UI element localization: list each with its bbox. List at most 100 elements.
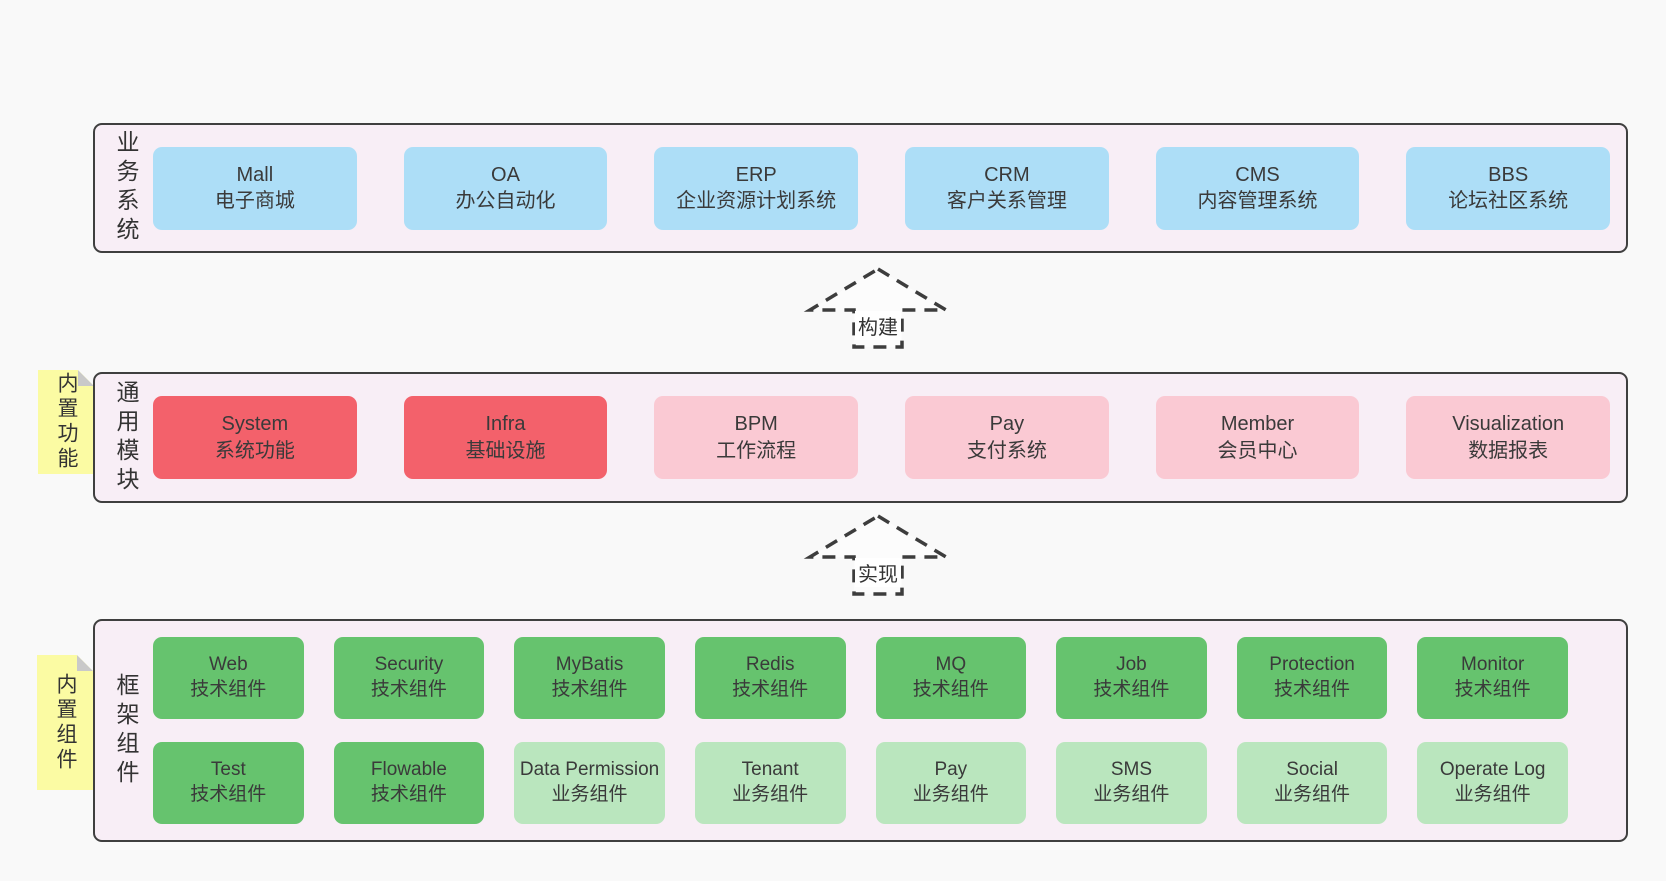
box-name: Infra bbox=[485, 413, 526, 436]
box-name: Mall bbox=[236, 163, 274, 186]
box-monitor: Monitor 技术组件 bbox=[1417, 637, 1568, 719]
box-name: MQ bbox=[935, 654, 967, 676]
box-desc: 技术组件 bbox=[1093, 679, 1170, 700]
box-desc: 企业资源计划系统 bbox=[676, 190, 837, 212]
box-desc: 数据报表 bbox=[1468, 439, 1549, 462]
box-desc: 客户关系管理 bbox=[946, 190, 1067, 212]
box-desc: 业务组件 bbox=[551, 784, 628, 805]
box-desc: 内容管理系统 bbox=[1197, 190, 1318, 212]
box-desc: 业务组件 bbox=[732, 784, 809, 805]
box-desc: 基础设施 bbox=[465, 439, 546, 462]
sticky-fold-corner bbox=[77, 655, 93, 671]
box-name: BBS bbox=[1488, 163, 1529, 186]
box-desc: 业务组件 bbox=[1454, 784, 1531, 805]
box-member: Member 会员中心 bbox=[1155, 396, 1360, 479]
box-social: Social 业务组件 bbox=[1236, 742, 1388, 824]
box-name: System bbox=[221, 413, 289, 436]
box-desc: 工作流程 bbox=[716, 439, 797, 462]
box-name: Member bbox=[1220, 413, 1295, 436]
box-data-permission: Data Permission 业务组件 bbox=[514, 742, 665, 824]
band-business-systems: 业务系统 Mall 电子商城 OA 办公自动化 ERP 企业资源计划系统 CRM… bbox=[93, 123, 1628, 253]
dashed-up-arrow-icon bbox=[803, 513, 953, 596]
box-visualization: Visualization 数据报表 bbox=[1406, 396, 1611, 479]
box-pay-component: Pay 业务组件 bbox=[875, 742, 1027, 824]
box-sms: SMS 业务组件 bbox=[1056, 742, 1207, 824]
box-desc: 支付系统 bbox=[966, 439, 1047, 462]
box-operate-log: Operate Log 业务组件 bbox=[1417, 742, 1568, 824]
box-name: CMS bbox=[1235, 163, 1280, 186]
box-name: Monitor bbox=[1461, 654, 1525, 676]
sticky-note-builtin-components: 内置组件 bbox=[37, 655, 93, 790]
box-name: BPM bbox=[734, 413, 778, 436]
box-desc: 技术组件 bbox=[370, 679, 447, 700]
box-desc: 业务组件 bbox=[1093, 784, 1170, 805]
box-name: Redis bbox=[745, 654, 795, 676]
box-name: SMS bbox=[1110, 759, 1153, 781]
common-modules-row: System 系统功能 Infra 基础设施 BPM 工作流程 Pay 支付系统… bbox=[153, 396, 1611, 479]
box-protection: Protection 技术组件 bbox=[1236, 637, 1388, 719]
box-name: Visualization bbox=[1452, 413, 1565, 436]
box-desc: 技术组件 bbox=[1274, 679, 1351, 700]
box-bpm: BPM 工作流程 bbox=[654, 396, 859, 479]
box-desc: 电子商城 bbox=[214, 190, 295, 212]
box-desc: 办公自动化 bbox=[455, 190, 556, 212]
band-label-framework-components: 框架组件 bbox=[113, 672, 139, 789]
box-name: Tenant bbox=[741, 759, 799, 781]
band-common-modules: 通用模块 System 系统功能 Infra 基础设施 BPM 工作流程 Pay… bbox=[93, 372, 1628, 503]
box-name: Flowable bbox=[370, 759, 447, 781]
box-name: Pay bbox=[934, 759, 968, 781]
box-desc: 技术组件 bbox=[370, 784, 447, 805]
box-cms: CMS 内容管理系统 bbox=[1155, 146, 1360, 230]
box-infra: Infra 基础设施 bbox=[403, 396, 608, 479]
band-label-business-systems: 业务系统 bbox=[113, 130, 139, 246]
box-flowable: Flowable 技术组件 bbox=[333, 742, 485, 824]
box-desc: 论坛社区系统 bbox=[1448, 190, 1569, 212]
box-test: Test 技术组件 bbox=[153, 742, 304, 824]
band-label-common-modules: 通用模块 bbox=[113, 379, 139, 496]
box-desc: 技术组件 bbox=[732, 679, 809, 700]
arrow-implement-label: 实现 bbox=[855, 558, 901, 587]
sticky-note-label: 内置功能 bbox=[55, 372, 78, 472]
dashed-up-arrow-icon bbox=[803, 266, 953, 349]
box-name: Data Permission bbox=[519, 759, 660, 781]
box-name: Operate Log bbox=[1439, 759, 1546, 781]
box-system: System 系统功能 bbox=[153, 396, 357, 479]
arrow-build-up: 构建 bbox=[803, 264, 953, 350]
box-name: Pay bbox=[989, 413, 1025, 436]
box-crm: CRM 客户关系管理 bbox=[905, 146, 1109, 230]
box-job: Job 技术组件 bbox=[1056, 637, 1207, 719]
sticky-note-builtin-features: 内置功能 bbox=[38, 370, 94, 474]
box-desc: 业务组件 bbox=[912, 784, 989, 805]
box-desc: 会员中心 bbox=[1217, 439, 1298, 462]
arrow-build-label: 构建 bbox=[855, 311, 901, 340]
box-security: Security 技术组件 bbox=[333, 637, 485, 719]
box-oa: OA 办公自动化 bbox=[403, 146, 608, 230]
box-desc: 技术组件 bbox=[551, 679, 628, 700]
box-desc: 技术组件 bbox=[1454, 679, 1531, 700]
box-desc: 技术组件 bbox=[190, 784, 267, 805]
box-web: Web 技术组件 bbox=[153, 637, 304, 719]
box-name: MyBatis bbox=[555, 654, 624, 676]
box-name: Job bbox=[1116, 654, 1147, 676]
box-name: ERP bbox=[735, 163, 777, 186]
box-name: CRM bbox=[984, 163, 1030, 186]
box-mall: Mall 电子商城 bbox=[153, 146, 357, 230]
box-bbs: BBS 论坛社区系统 bbox=[1406, 146, 1611, 230]
business-systems-row: Mall 电子商城 OA 办公自动化 ERP 企业资源计划系统 CRM 客户关系… bbox=[153, 146, 1611, 230]
framework-components-grid: Web 技术组件 Security 技术组件 MyBatis 技术组件 Redi… bbox=[153, 637, 1568, 824]
box-name: OA bbox=[491, 163, 520, 186]
box-name: Test bbox=[210, 759, 246, 781]
arrow-implement-up: 实现 bbox=[803, 511, 953, 597]
sticky-note-label: 内置组件 bbox=[54, 672, 77, 773]
box-desc: 技术组件 bbox=[190, 679, 267, 700]
box-name: Social bbox=[1286, 759, 1338, 781]
box-mybatis: MyBatis 技术组件 bbox=[514, 637, 665, 719]
box-desc: 系统功能 bbox=[214, 439, 295, 462]
box-pay-module: Pay 支付系统 bbox=[905, 396, 1109, 479]
box-erp: ERP 企业资源计划系统 bbox=[654, 146, 859, 230]
box-desc: 业务组件 bbox=[1274, 784, 1351, 805]
box-tenant: Tenant 业务组件 bbox=[694, 742, 846, 824]
band-framework-components: 框架组件 Web 技术组件 Security 技术组件 MyBatis 技术组件… bbox=[93, 619, 1628, 842]
box-redis: Redis 技术组件 bbox=[694, 637, 846, 719]
box-name: Security bbox=[374, 654, 444, 676]
